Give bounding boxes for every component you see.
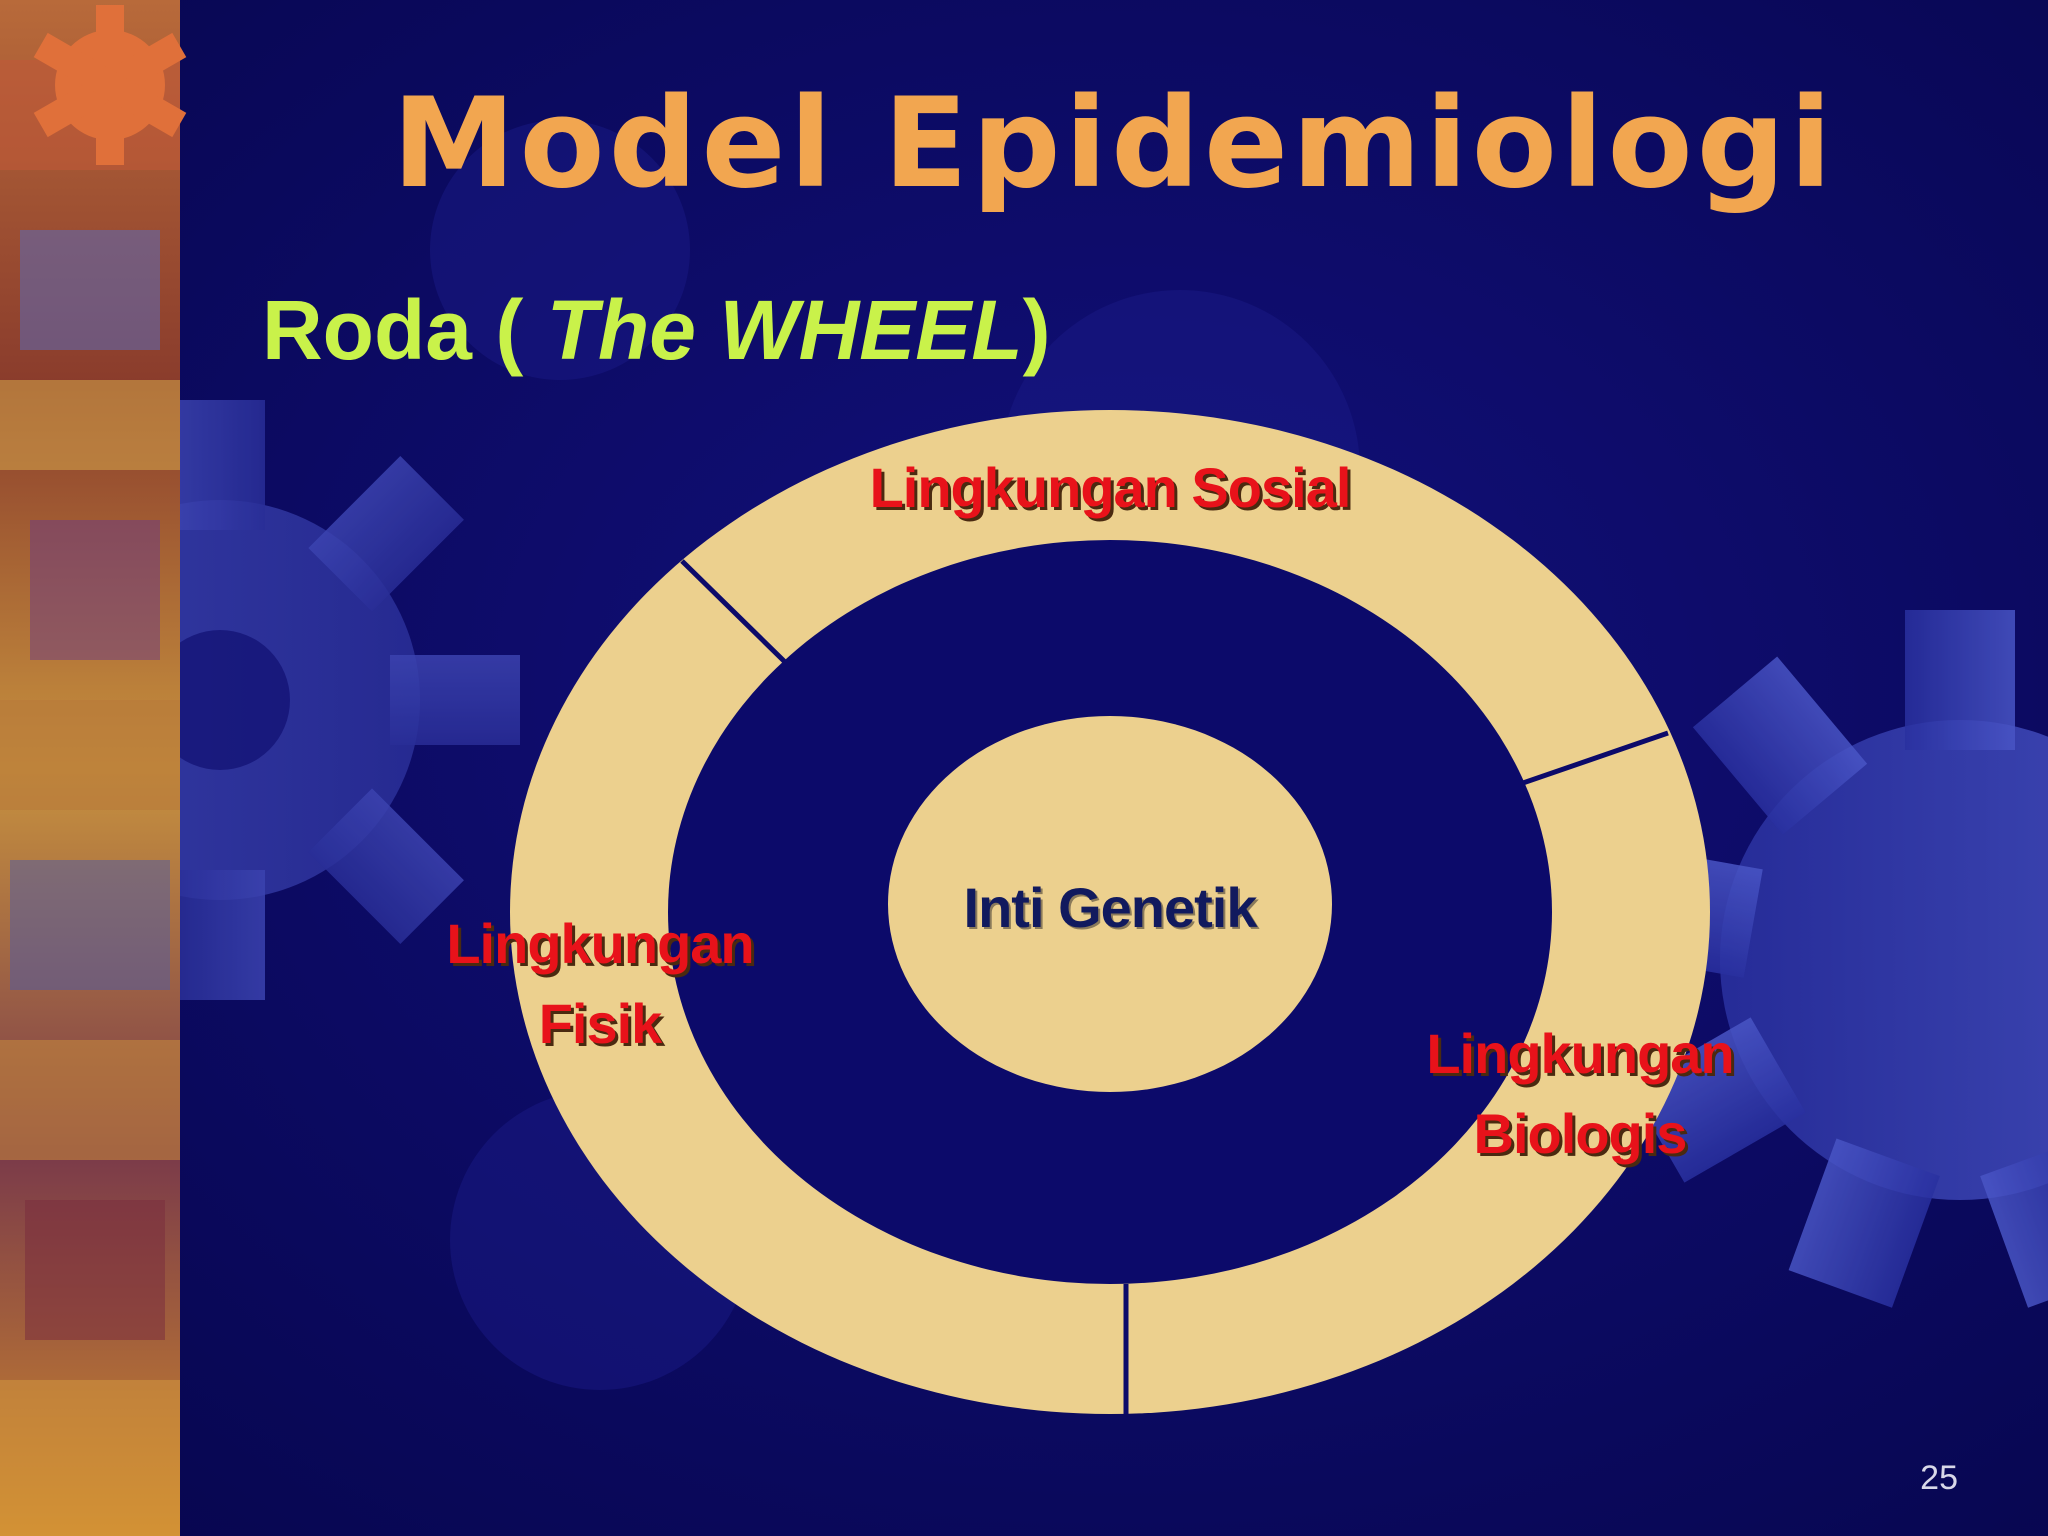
page-number: 25 (1920, 1459, 1958, 1497)
gear-right-decoration (1605, 610, 2048, 1308)
core-label: Inti Genetik (963, 876, 1258, 939)
subtitle-suffix: ) (1022, 283, 1051, 377)
slide-title: Model Epidemiologi (392, 72, 1836, 216)
divider-social-biological (1522, 730, 1669, 786)
left-decorative-strip (0, 0, 187, 1536)
subtitle-italic: The WHEEL (546, 283, 1023, 377)
divider-social-physical (680, 559, 787, 664)
slide-subtitle: Roda ( The WHEEL) (262, 282, 1051, 379)
segment-label-biological: Lingkungan Biologis (1426, 1022, 1734, 1165)
subtitle-prefix: Roda ( (262, 283, 547, 377)
segment-label-social: Lingkungan Sosial (869, 456, 1352, 519)
segment-label-physical: Lingkungan Fisik (446, 912, 754, 1055)
genetic-core (888, 716, 1332, 1092)
